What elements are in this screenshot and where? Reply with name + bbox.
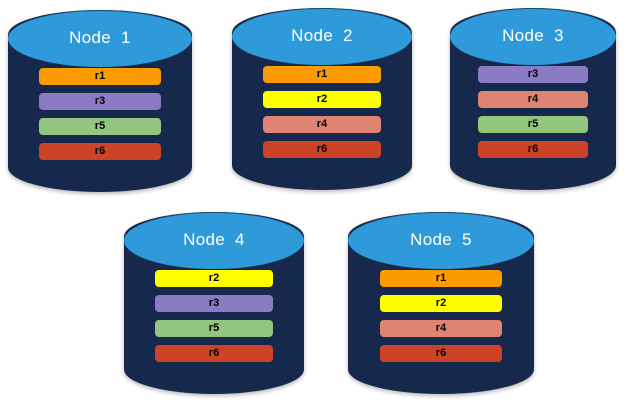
replica-bar-r6[interactable]: r6	[154, 345, 274, 362]
node-label: Node 2	[291, 26, 353, 45]
replica-bar-r1[interactable]: r1	[39, 68, 161, 85]
replica-bar-r6[interactable]: r6	[478, 141, 588, 158]
node-label: Node 1	[69, 28, 131, 47]
replica-bar-r1[interactable]: r1	[262, 66, 382, 83]
replica-list: r1 r2 r4 r6	[348, 270, 534, 362]
replica-bar-r4[interactable]: r4	[478, 91, 588, 108]
replica-bar-r1[interactable]: r1	[379, 270, 503, 287]
replica-bar-r5[interactable]: r5	[478, 116, 588, 133]
node-cylinder-5[interactable]: Node 5 r1 r2 r4 r6	[348, 212, 534, 394]
node-label: Node 5	[410, 230, 472, 249]
cylinder-top-ellipse	[124, 212, 304, 269]
replica-bar-r3[interactable]: r3	[154, 295, 274, 312]
replica-bar-r6[interactable]: r6	[262, 141, 382, 158]
replica-bar-r2[interactable]: r2	[154, 270, 274, 287]
cylinder-top-ellipse	[348, 212, 534, 269]
replica-bar-r2[interactable]: r2	[379, 295, 503, 312]
replica-bar-r6[interactable]: r6	[379, 345, 503, 362]
cylinder-top-ellipse	[8, 10, 192, 67]
cylinder-top-ellipse	[232, 8, 412, 65]
replica-bar-r5[interactable]: r5	[39, 118, 161, 135]
node-cylinder-2[interactable]: Node 2 r1 r2 r4 r6	[232, 8, 412, 190]
node-label: Node 3	[502, 26, 564, 45]
node-cylinder-4[interactable]: Node 4 r2 r3 r5 r6	[124, 212, 304, 394]
replica-bar-r3[interactable]: r3	[39, 93, 161, 110]
node-cylinder-1[interactable]: Node 1 r1 r3 r5 r6	[8, 10, 192, 192]
node-cylinder-3[interactable]: Node 3 r3 r4 r5 r6	[450, 8, 616, 190]
node-label: Node 4	[183, 230, 245, 249]
replica-bar-r4[interactable]: r4	[379, 320, 503, 337]
replica-bar-r2[interactable]: r2	[262, 91, 382, 108]
replica-list: r3 r4 r5 r6	[450, 66, 616, 158]
replica-bar-r3[interactable]: r3	[478, 66, 588, 83]
cylinder-top-ellipse	[450, 8, 616, 65]
replica-bar-r6[interactable]: r6	[39, 143, 161, 160]
replica-list: r1 r2 r4 r6	[232, 66, 412, 158]
replica-bar-r4[interactable]: r4	[262, 116, 382, 133]
replica-list: r1 r3 r5 r6	[8, 68, 192, 160]
replica-bar-r5[interactable]: r5	[154, 320, 274, 337]
replica-list: r2 r3 r5 r6	[124, 270, 304, 362]
